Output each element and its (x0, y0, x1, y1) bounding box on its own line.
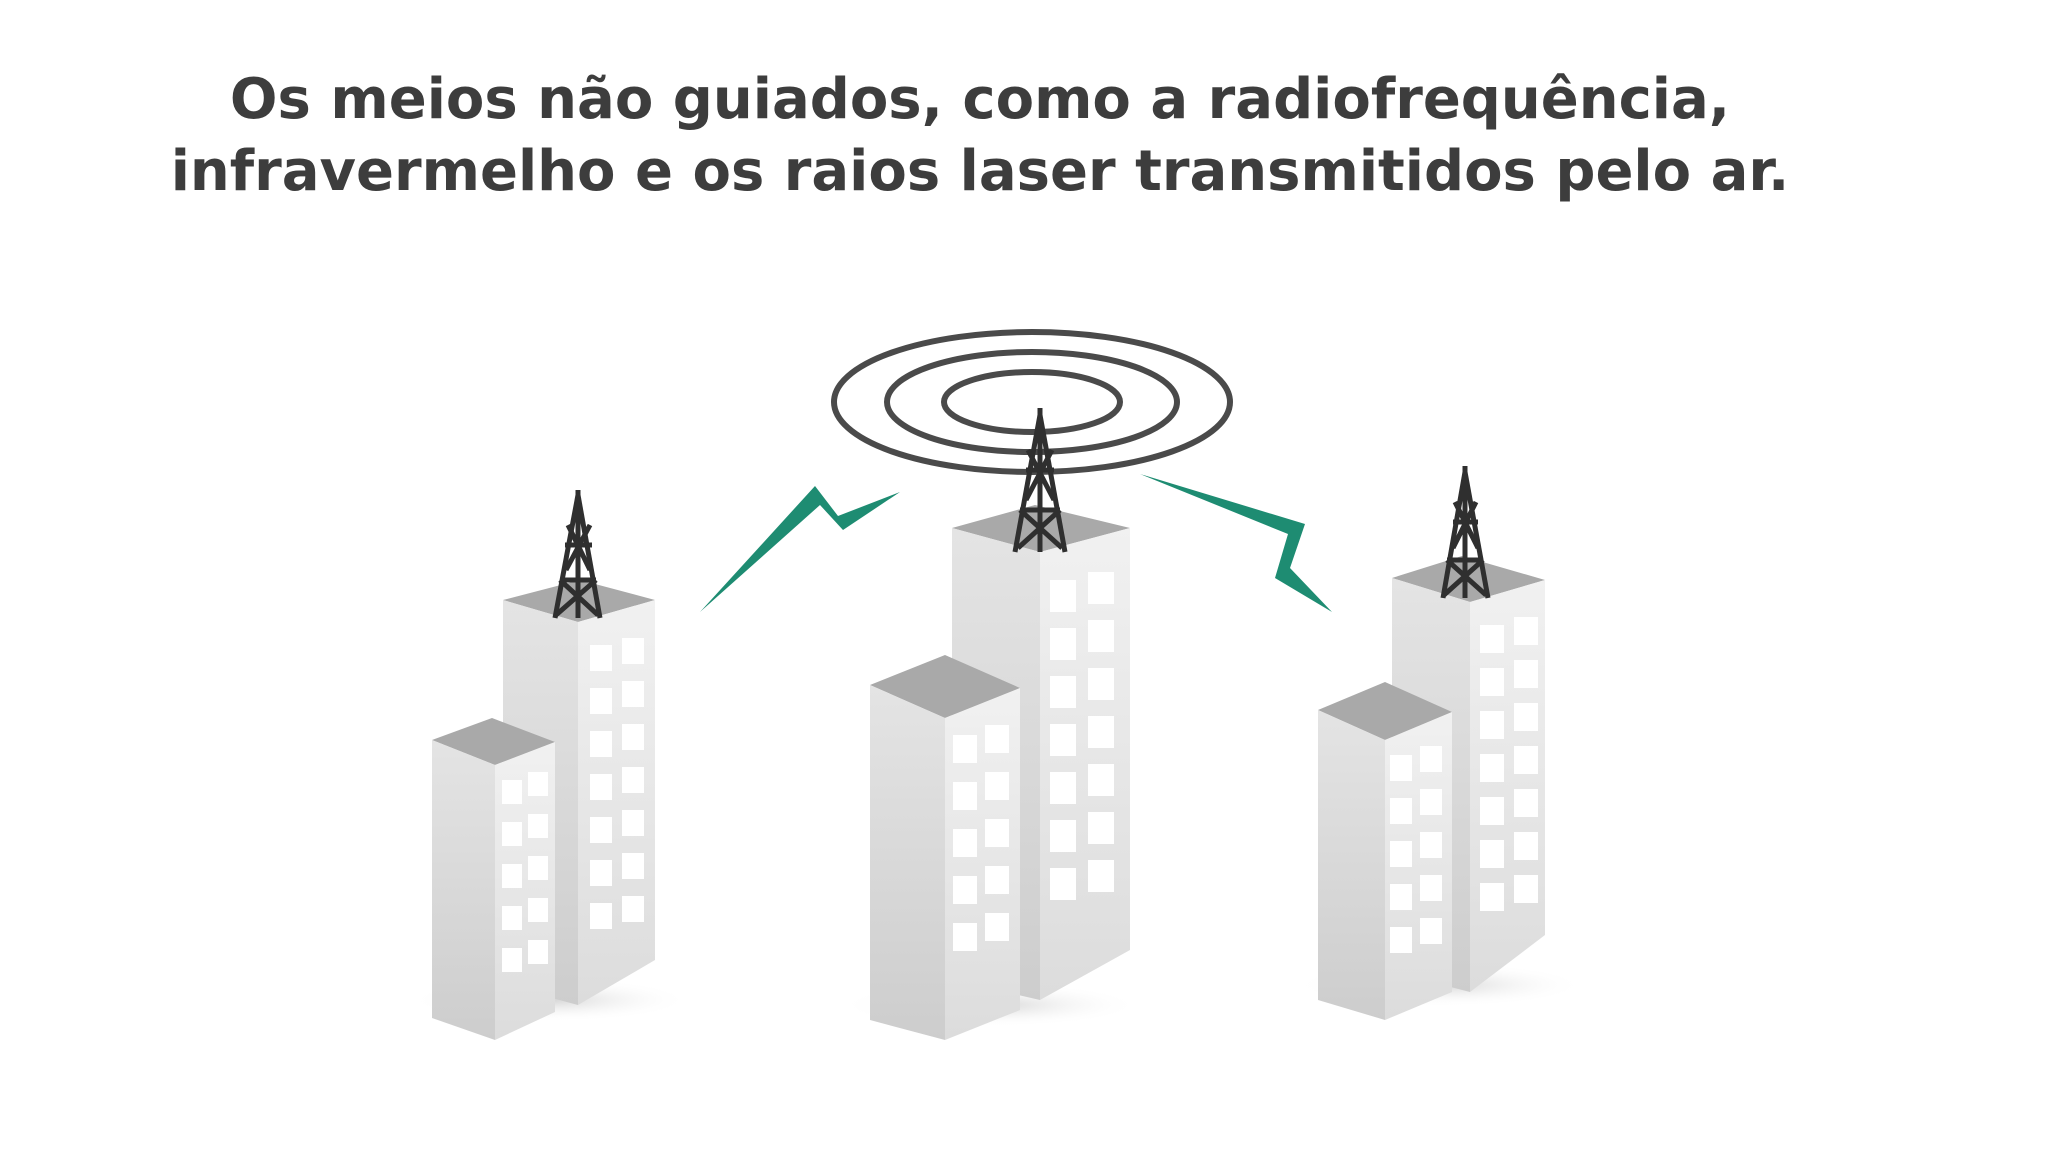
lightning-signal-icon-left (700, 486, 900, 612)
antenna-tower-icon-left (552, 490, 603, 619)
title-line-1: Os meios não guiados, como a radiofrequê… (229, 67, 1731, 132)
title-line-2: infravermelho e os raios laser transmiti… (170, 139, 1790, 204)
lightning-signal-icon-right (1140, 474, 1332, 612)
building-icon-center (840, 408, 1140, 1040)
building-icon-right (1295, 466, 1585, 1020)
antenna-tower-icon-center (1012, 408, 1068, 553)
building-icon-left (410, 490, 690, 1040)
slide-title: Os meios não guiados, como a radiofrequê… (140, 64, 1820, 208)
antenna-tower-icon-right (1440, 466, 1491, 599)
